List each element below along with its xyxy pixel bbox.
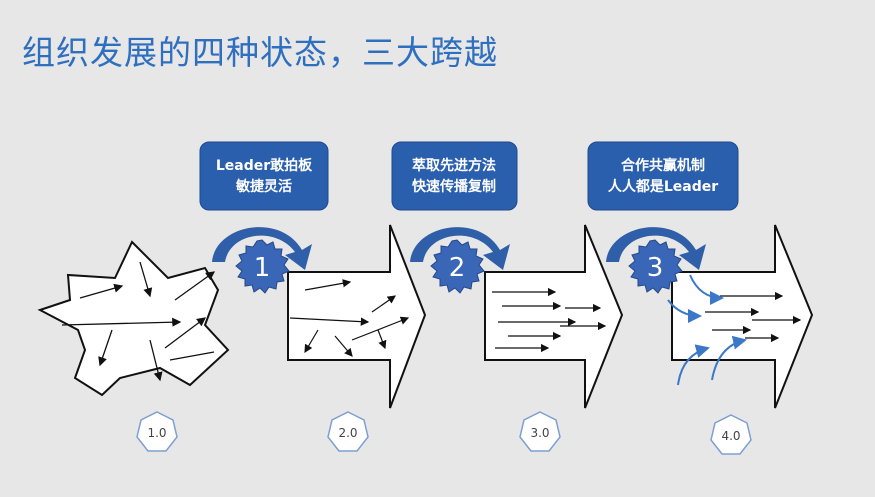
transition-arrow-2 (410, 227, 510, 270)
badge-3: 3 (628, 239, 683, 294)
stage-4-arrow-shape (667, 224, 814, 409)
badge-1-number: 1 (254, 253, 271, 283)
version-4-label: 4.0 (721, 429, 740, 443)
stage-1-chaos-shape (37, 240, 230, 397)
callout-1: Leader敢拍板 敏捷灵活 (199, 141, 329, 211)
callout-2-line2: 快速传播复制 (412, 178, 496, 195)
callout-3-line2: 人人都是Leader (608, 178, 718, 195)
stage-2-arrow-shape (287, 224, 427, 409)
badge-1: 1 (235, 239, 290, 294)
version-3-label: 3.0 (530, 426, 549, 440)
version-3: 3.0 (519, 411, 561, 452)
badge-3-number: 3 (647, 253, 664, 283)
transition-arrow-1 (212, 227, 312, 270)
page-title: 组织发展的四种状态，三大跨越 (22, 33, 498, 72)
callout-2-line1: 萃取先进方法 (412, 157, 496, 174)
version-4: 4.0 (710, 414, 752, 455)
version-2: 2.0 (327, 411, 369, 452)
version-1-label: 1.0 (147, 426, 166, 440)
callout-1-line1: Leader敢拍板 (216, 157, 313, 174)
transition-arrow-3 (606, 227, 706, 270)
callout-1-line2: 敏捷灵活 (235, 178, 292, 195)
callout-3: 合作共赢机制 人人都是Leader (587, 141, 739, 211)
stage-3-arrow-shape (484, 224, 624, 409)
badge-2-number: 2 (449, 253, 466, 283)
badge-2: 2 (430, 239, 485, 294)
version-1: 1.0 (136, 411, 178, 452)
callout-3-line1: 合作共赢机制 (621, 157, 705, 174)
callout-2: 萃取先进方法 快速传播复制 (391, 141, 518, 211)
version-2-label: 2.0 (338, 426, 357, 440)
